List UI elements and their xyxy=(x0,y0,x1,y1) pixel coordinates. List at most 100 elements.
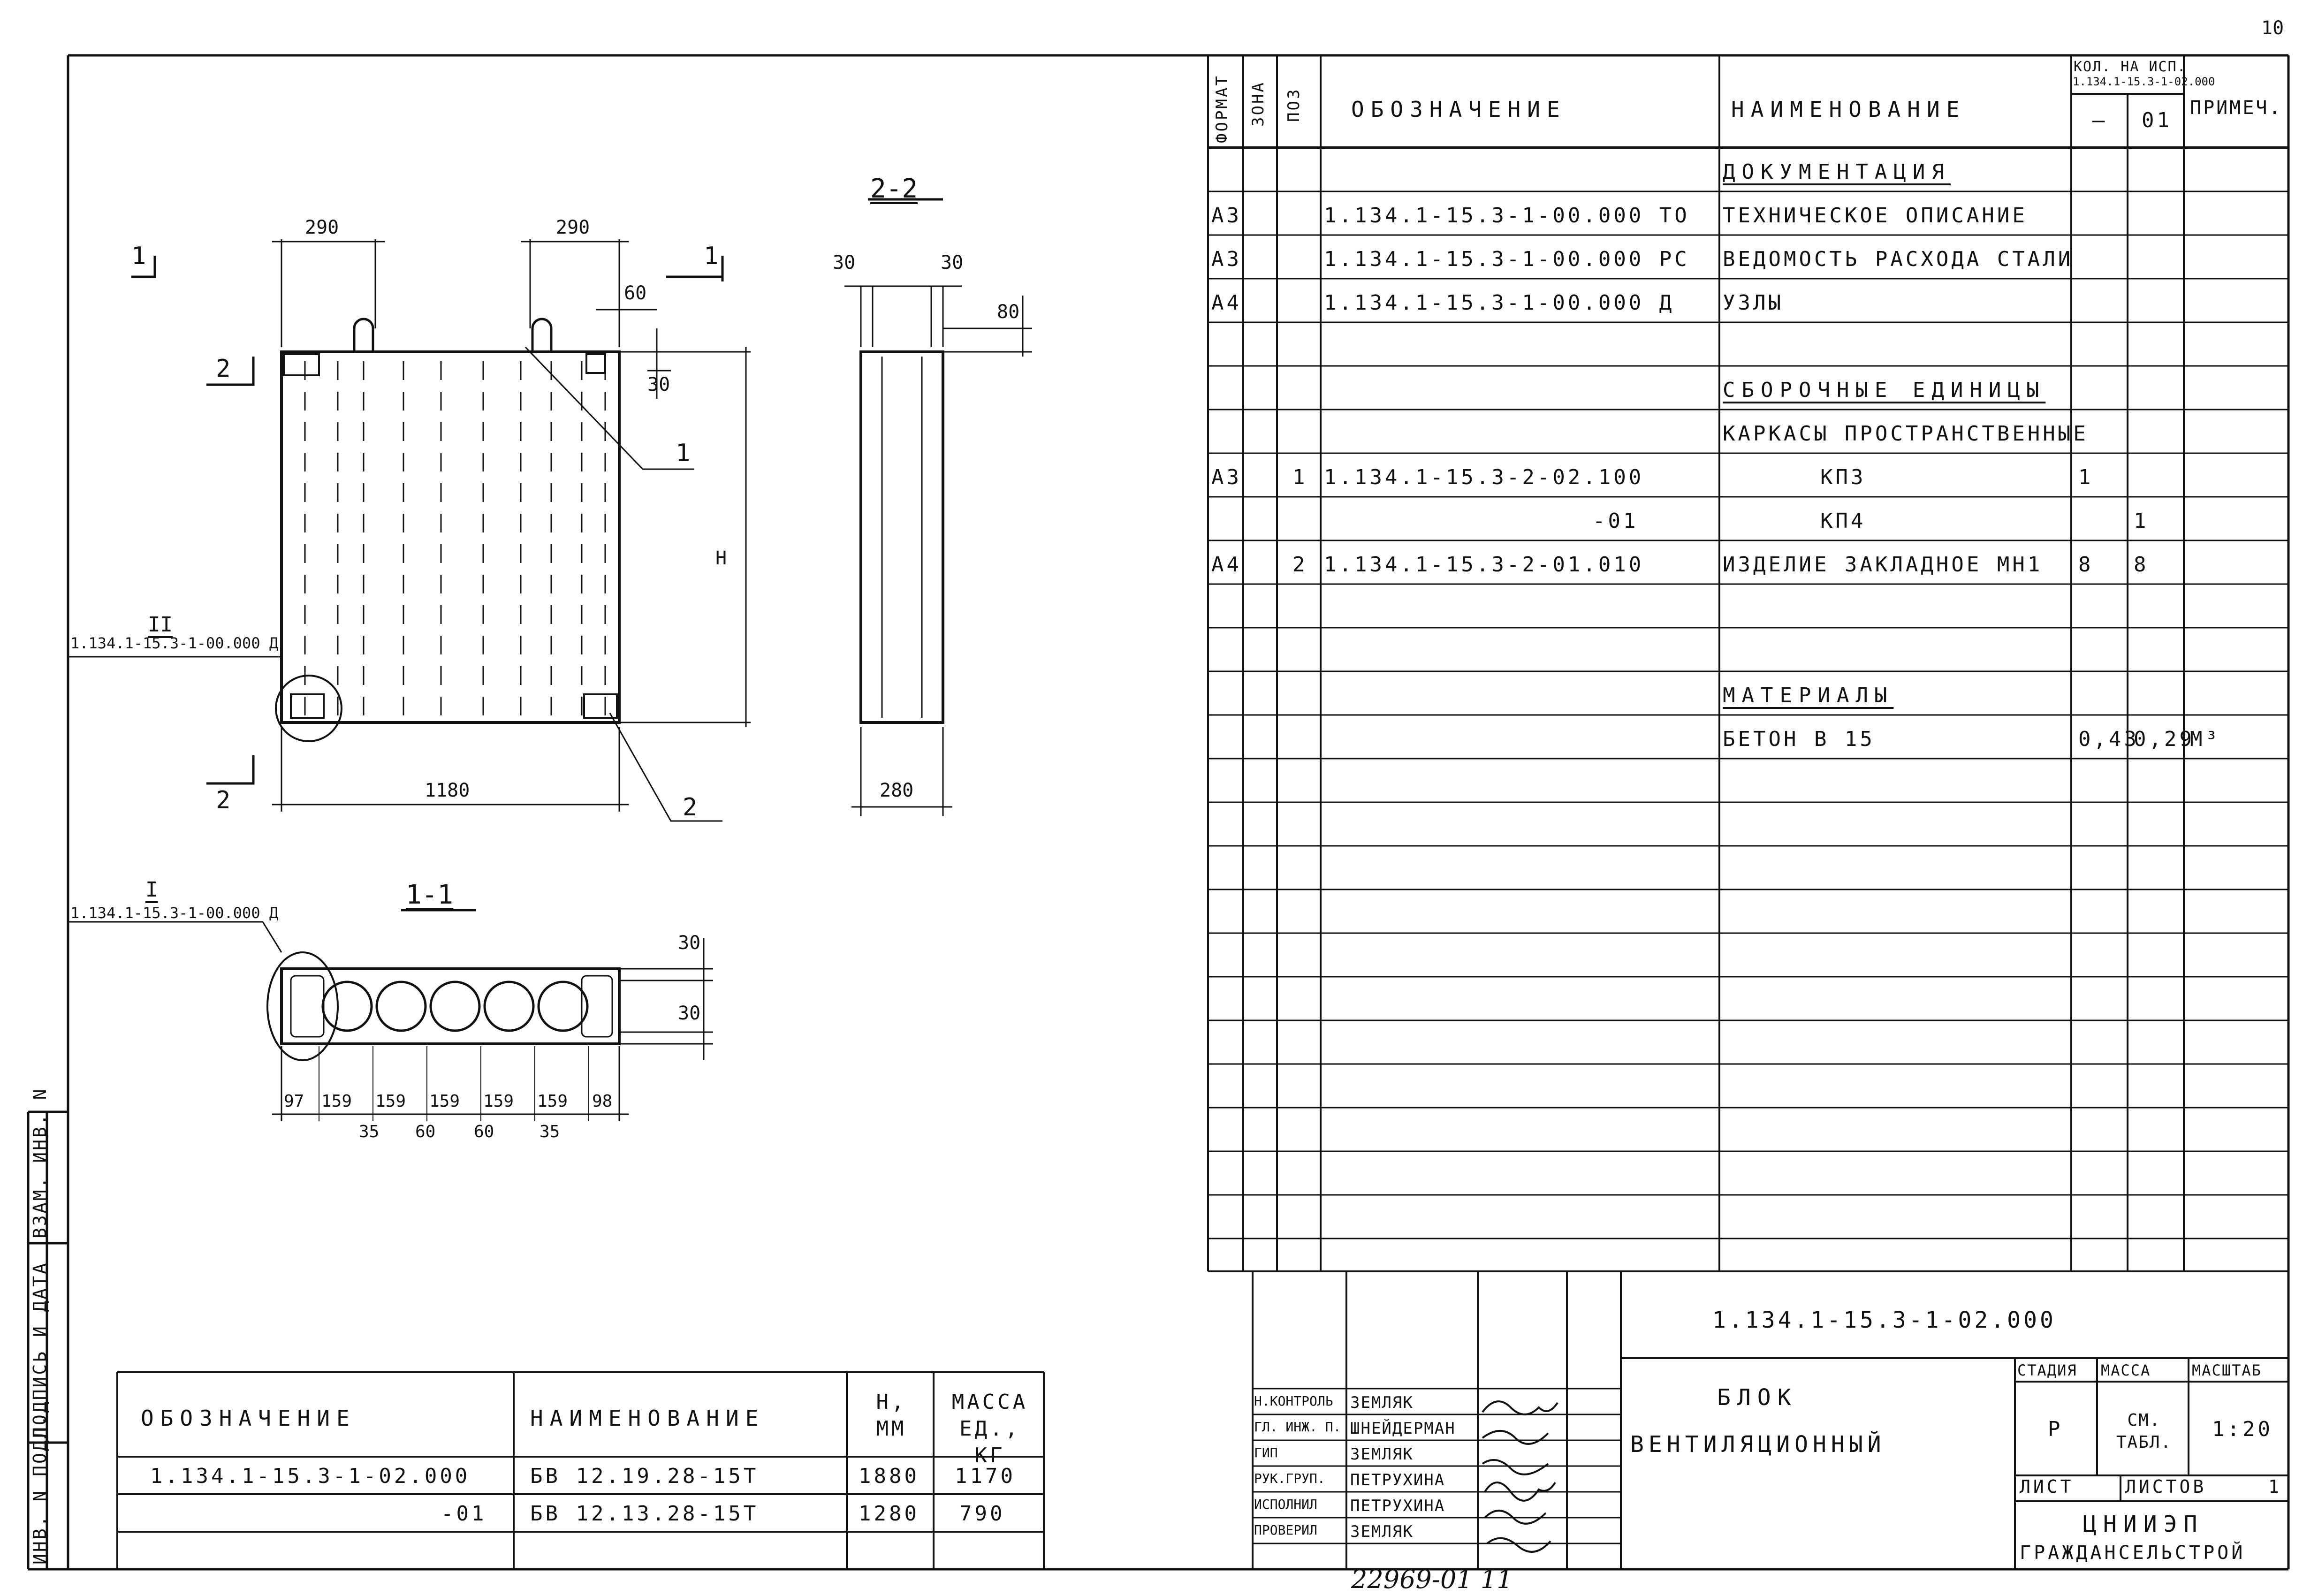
variants-header-h: Н, ММ xyxy=(876,1390,907,1441)
title-sign-name: ЗЕМЛЯК xyxy=(1350,1445,1414,1464)
s11-sub-dim-value: 60 xyxy=(474,1122,494,1141)
s22-dim-30a: 30 xyxy=(833,252,856,274)
title-stadiya: Р xyxy=(2048,1417,2063,1441)
node-ii-ref: 1.134.1-15.3-1-00.000 Д xyxy=(70,634,279,652)
title-org-2: ГРАЖДАНСЕЛЬСТРОЙ xyxy=(2020,1542,2246,1564)
title-sign-name: ЗЕМЛЯК xyxy=(1350,1522,1414,1541)
variants-grid xyxy=(116,1371,1045,1569)
spec-cell-oboznachenie: 1.134.1-15.3-1-00.000 ТО xyxy=(1324,204,1690,228)
title-org-1: ЦНИИЭП xyxy=(2083,1511,2204,1537)
variants-row1-name: БВ 12.19.28-15Т xyxy=(530,1464,759,1488)
title-sign-role: ИСПОЛНИЛ xyxy=(1254,1497,1317,1512)
s11-dim-value: 98 xyxy=(592,1092,613,1111)
variants-header-mass: МАССА ЕД., КГ xyxy=(951,1390,1028,1468)
spec-cell-naimenovanie: КП3 xyxy=(1820,465,1866,489)
section-1-1-view xyxy=(68,909,713,1121)
spec-cell-oboznachenie: 1.134.1-15.3-2-02.100 xyxy=(1324,465,1644,489)
s11-dim-30a: 30 xyxy=(678,932,701,954)
spec-cell-naimenovanie: УЗЛЫ xyxy=(1723,291,1784,315)
side-stamp-podpis-data: ПОДПИСЬ И ДАТА xyxy=(30,1261,50,1438)
spec-cell-oboznachenie: 1.134.1-15.3-1-00.000 РС xyxy=(1324,247,1690,271)
title-list-label: ЛИСТ xyxy=(2020,1476,2074,1497)
spec-grid xyxy=(1207,55,2288,1272)
s11-dim-value: 159 xyxy=(429,1092,460,1111)
dim-290-right: 290 xyxy=(556,217,590,238)
spec-cell-naimenovanie: СБОРОЧНЫЕ ЕДИНИЦЫ xyxy=(1723,378,2046,402)
spec-cell-naimenovanie: МАТЕРИАЛЫ xyxy=(1723,684,1894,707)
title-massa-label: МАССА xyxy=(2101,1361,2151,1379)
title-sign-role: ГЛ. ИНЖ. П. xyxy=(1254,1419,1341,1435)
spec-cell-naimenovanie: БЕТОН В 15 xyxy=(1723,727,1875,751)
title-stadiya-label: СТАДИЯ xyxy=(2017,1361,2077,1379)
variants-header-name: НАИМЕНОВАНИЕ xyxy=(530,1406,765,1431)
title-doc-number: 1.134.1-15.3-1-02.000 xyxy=(1712,1307,2056,1333)
s11-sub-dim-value: 35 xyxy=(540,1122,560,1141)
s11-dim-value: 159 xyxy=(375,1092,406,1111)
variants-row2-oboz: -01 xyxy=(441,1502,487,1526)
variants-header-oboz: ОБОЗНАЧЕНИЕ xyxy=(141,1406,356,1431)
section-2-2-label: 2-2 xyxy=(870,174,918,204)
s11-dim-value: 159 xyxy=(483,1092,514,1111)
spec-cell-format: А3 xyxy=(1211,204,1242,228)
spec-cell-oboznachenie: -01 xyxy=(1593,509,1639,533)
s11-sub-dim-value: 60 xyxy=(415,1122,436,1141)
spec-cell-qty-1: 0,43 xyxy=(2078,727,2139,751)
spec-cell-format: А3 xyxy=(1211,247,1242,271)
s22-dim-30b: 30 xyxy=(941,252,964,274)
node-ii-label: II xyxy=(148,613,173,637)
spec-cell-format: А3 xyxy=(1211,465,1242,489)
leader-label-2: 2 xyxy=(683,793,698,821)
spec-cell-naimenovanie: ТЕХНИЧЕСКОЕ ОПИСАНИЕ xyxy=(1723,204,2028,228)
s22-dim-280: 280 xyxy=(880,780,914,801)
s11-sub-dim-value: 35 xyxy=(359,1122,380,1141)
dim-1180: 1180 xyxy=(425,780,470,801)
spec-cell-qty-2: 8 xyxy=(2134,553,2149,577)
spec-header-kol-col2: 01 xyxy=(2142,108,2172,132)
dim-290-left: 290 xyxy=(305,217,339,238)
title-listov: 1 xyxy=(2268,1476,2282,1497)
variants-row1-oboz: 1.134.1-15.3-1-02.000 xyxy=(150,1464,471,1488)
title-sign-name: ЗЕМЛЯК xyxy=(1350,1393,1414,1412)
title-sign-role: ГИП xyxy=(1254,1445,1278,1460)
node-i-label: I xyxy=(145,878,158,902)
s11-dim-value: 97 xyxy=(284,1092,304,1111)
spec-cell-poz: 2 xyxy=(1292,553,1308,577)
title-block-grid xyxy=(1252,1271,2288,1569)
section-1-1-label: 1-1 xyxy=(406,880,454,910)
cut-mark-1-right: 1 xyxy=(704,242,719,270)
variants-row2-h: 1280 xyxy=(859,1502,920,1526)
spec-cell-oboznachenie: 1.134.1-15.3-2-01.010 xyxy=(1324,553,1644,577)
cut-mark-2-top: 2 xyxy=(216,355,231,383)
title-product-name-1: БЛОК xyxy=(1717,1384,1798,1411)
title-sign-role: Н.КОНТРОЛЬ xyxy=(1254,1393,1333,1409)
page-number: 10 xyxy=(2261,17,2284,39)
spec-header-oboznachenie: ОБОЗНАЧЕНИЕ xyxy=(1351,97,1566,122)
title-masshtab-label: МАСШТАБ xyxy=(2192,1361,2262,1379)
spec-header-kol-col1: — xyxy=(2092,108,2108,132)
spec-cell-naimenovanie: ДОКУМЕНТАЦИЯ xyxy=(1723,160,1951,184)
s11-dim-value: 159 xyxy=(537,1092,568,1111)
spec-cell-poz: 1 xyxy=(1292,465,1308,489)
s22-dim-80: 80 xyxy=(997,301,1020,323)
title-sign-name: ПЕТРУХИНА xyxy=(1350,1471,1445,1490)
title-masshtab: 1:20 xyxy=(2212,1417,2273,1441)
stamp-number: 22969-01 11 xyxy=(1351,1565,1513,1594)
s11-dim-value: 159 xyxy=(321,1092,352,1111)
variants-row1-h: 1880 xyxy=(859,1464,920,1488)
title-listov-label: ЛИСТОВ xyxy=(2125,1476,2207,1497)
title-sign-name: ПЕТРУХИНА xyxy=(1350,1497,1445,1515)
spec-cell-naimenovanie: КП4 xyxy=(1820,509,1866,533)
spec-cell-qty-2: 0,29 xyxy=(2134,727,2195,751)
cut-mark-2-bottom: 2 xyxy=(216,786,231,814)
spec-header-kol-na-isp: КОЛ. НА ИСП. xyxy=(2074,59,2187,75)
spec-cell-oboznachenie: 1.134.1-15.3-1-00.000 Д xyxy=(1324,291,1675,315)
spec-cell-naimenovanie: ВЕДОМОСТЬ РАСХОДА СТАЛИ xyxy=(1723,247,2074,271)
spec-cell-qty-1: 8 xyxy=(2078,553,2094,577)
title-sign-role: ПРОВЕРИЛ xyxy=(1254,1522,1317,1538)
variants-row1-mass: 1170 xyxy=(955,1464,1016,1488)
spec-cell-format: А4 xyxy=(1211,291,1242,315)
title-sign-role: РУК.ГРУП. xyxy=(1254,1471,1325,1486)
spec-cell-qty-2: 1 xyxy=(2134,509,2149,533)
title-product-name-2: ВЕНТИЛЯЦИОННЫЙ xyxy=(1630,1431,1886,1458)
